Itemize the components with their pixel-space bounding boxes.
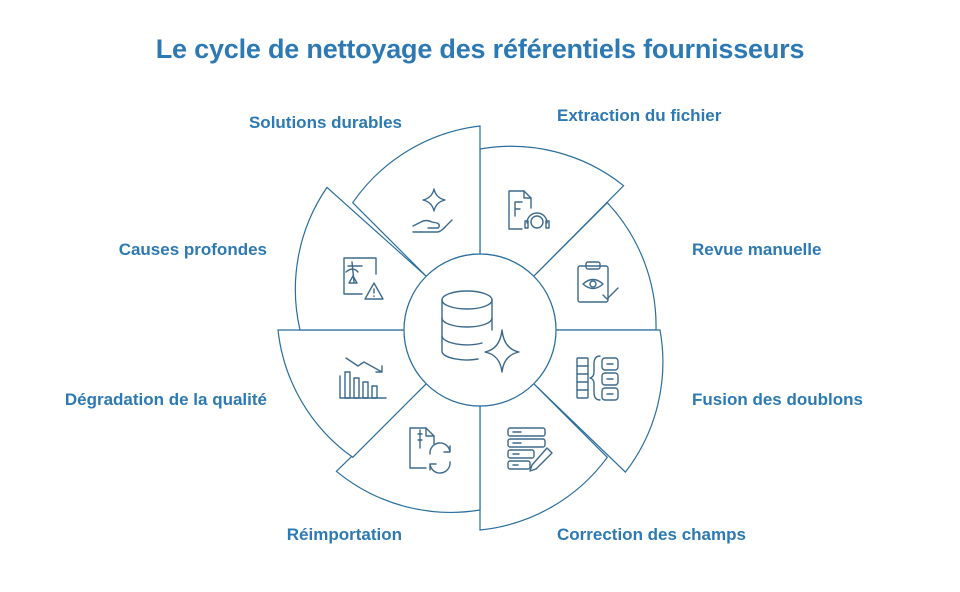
server-edit-icon: [507, 427, 553, 472]
label-causes-profondes: Causes profondes: [118, 240, 267, 259]
center-hub: [403, 253, 557, 407]
warning-analysis-icon: [343, 257, 384, 300]
label-solutions-durables: Solutions durables: [248, 113, 402, 132]
label-degradation-de-la-qualite: Dégradation de la qualité: [64, 390, 267, 409]
file-headset-icon: [508, 190, 550, 230]
label-correction-des-champs: Correction des champs: [557, 525, 746, 544]
hand-sparkle-icon: [412, 188, 453, 233]
label-fusion-des-doublons: Fusion des doublons: [692, 390, 863, 409]
declining-chart-icon: [339, 357, 387, 399]
label-reimportation: Réimportation: [286, 525, 402, 544]
cycle-segments: [277, 125, 664, 531]
database-sparkle-icon: [441, 290, 520, 373]
diagram-title: Le cycle de nettoyage des référentiels f…: [155, 34, 805, 64]
label-revue-manuelle: Revue manuelle: [692, 240, 822, 259]
clipboard-eye-icon: [577, 261, 619, 303]
file-refresh-icon: [409, 427, 451, 474]
merge-records-icon: [576, 355, 619, 401]
label-extraction-du-fichier: Extraction du fichier: [557, 106, 722, 125]
